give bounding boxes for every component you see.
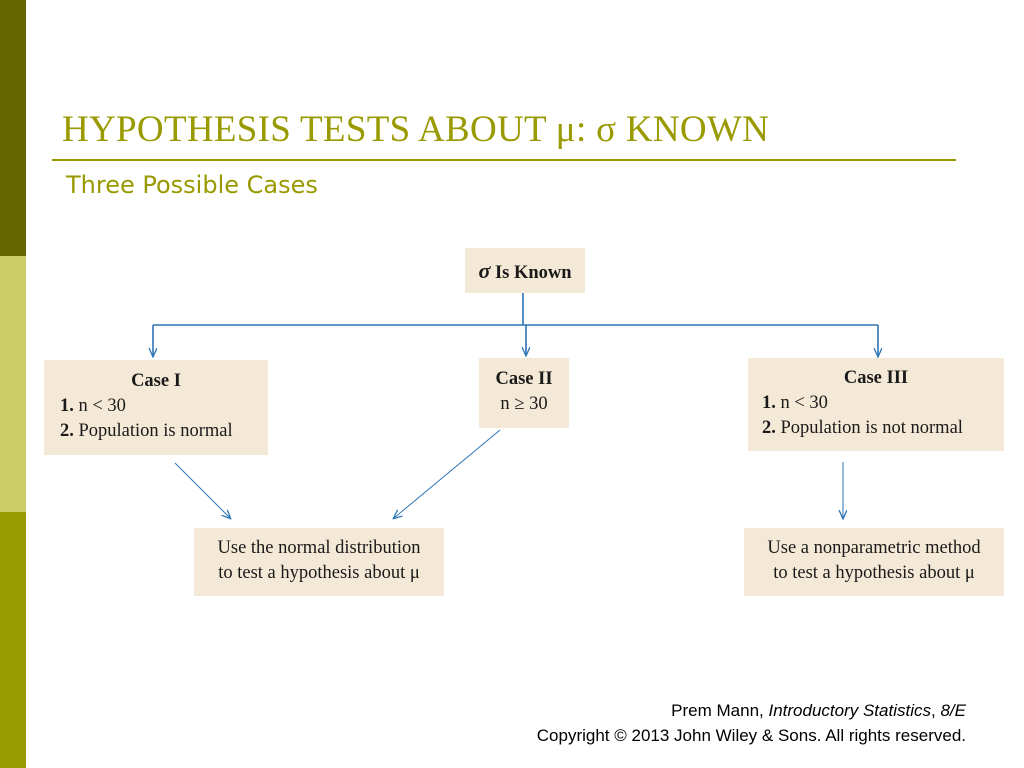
normal-distribution-line-2: to test a hypothesis about μ	[218, 563, 420, 583]
case-1-condition-1-number: 1.	[60, 396, 74, 416]
nonparametric-method-box: Use a nonparametric method to test a hyp…	[744, 528, 1004, 596]
sidebar-stripe	[0, 0, 26, 768]
sidebar-segment-light	[0, 256, 26, 512]
nonparametric-line-2: to test a hypothesis about μ	[773, 563, 975, 583]
arrow-case2-to-normal	[394, 429, 501, 518]
case-2-heading: Case II	[495, 369, 553, 389]
case-3-condition-2: 2. Population is not normal	[762, 416, 1004, 441]
normal-distribution-line-1: Use the normal distribution	[217, 538, 421, 558]
sidebar-segment-dark	[0, 0, 26, 256]
case-1-heading: Case I	[131, 371, 181, 391]
case-1-condition-2-number: 2.	[60, 421, 74, 441]
footer-credit: Prem Mann, Introductory Statistics, 8/E …	[537, 698, 966, 748]
case-3-condition-1-number: 1.	[762, 393, 776, 413]
slide-subtitle: Three Possible Cases	[66, 171, 318, 199]
sidebar-segment-olive	[0, 512, 26, 768]
sigma-known-label: Is Known	[494, 263, 572, 283]
case-2-condition: n ≥ 30	[500, 394, 548, 414]
case-1-condition-1-text: n < 30	[78, 396, 126, 416]
edition: 8/E	[940, 701, 966, 720]
root-connector	[153, 293, 878, 356]
book-title: Introductory Statistics	[768, 701, 931, 720]
case-3-condition-2-number: 2.	[762, 418, 776, 438]
copyright-notice: Copyright © 2013 John Wiley & Sons. All …	[536, 726, 966, 745]
case-3-heading: Case III	[843, 368, 909, 388]
citation-separator: ,	[931, 701, 936, 720]
case-3-condition-2-text: Population is not normal	[780, 418, 963, 438]
author-name: Prem Mann,	[671, 701, 764, 720]
sigma-symbol: σ	[478, 258, 491, 283]
case-3-condition-1: 1. n < 30	[762, 391, 1004, 416]
case-2-box: Case II n ≥ 30	[479, 358, 569, 428]
case-1-condition-2: 2. Population is normal	[60, 419, 268, 444]
case-1-condition-1: 1. n < 30	[60, 394, 268, 419]
citation-line: Prem Mann, Introductory Statistics, 8/E	[537, 698, 966, 723]
arrow-case1-to-normal	[174, 462, 230, 518]
case-3-condition-1-text: n < 30	[780, 393, 828, 413]
outcome-connectors	[174, 429, 843, 518]
nonparametric-line-1: Use a nonparametric method	[767, 538, 981, 558]
normal-distribution-box: Use the normal distribution to test a hy…	[194, 528, 444, 596]
case-3-box: Case III 1. n < 30 2. Population is not …	[748, 358, 1004, 451]
case-1-box: Case I 1. n < 30 2. Population is normal	[44, 360, 268, 455]
title-underline	[52, 159, 956, 161]
sigma-known-box: σ Is Known	[465, 248, 585, 293]
case-1-condition-2-text: Population is normal	[78, 421, 233, 441]
slide-title: HYPOTHESIS TESTS ABOUT μ: σ KNOWN	[62, 109, 770, 150]
